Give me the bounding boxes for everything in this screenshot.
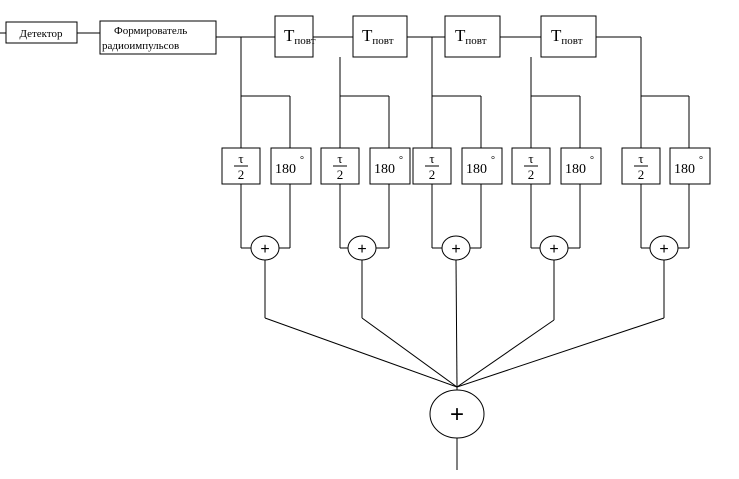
branch-adder: +: [347, 235, 377, 261]
branch-4: τ 2 180 ° +: [456, 95, 602, 388]
pulse-former-block: Формирователь радиоимпульсов: [99, 20, 217, 55]
branch-adder: +: [441, 235, 471, 261]
pulse-former-label-line1: Формирователь: [114, 25, 187, 37]
delay-block-1: Tповт: [274, 15, 316, 58]
svg-text:2: 2: [337, 167, 344, 182]
svg-text:+: +: [357, 241, 366, 258]
svg-text:180: 180: [674, 162, 695, 177]
svg-text:°: °: [399, 155, 403, 166]
half-delay-block: τ 2: [320, 147, 360, 185]
svg-text:2: 2: [638, 167, 645, 182]
svg-text:τ: τ: [528, 151, 533, 166]
svg-text:Tповт: Tповт: [362, 26, 394, 47]
svg-text:+: +: [450, 401, 464, 428]
svg-text:°: °: [300, 155, 304, 166]
phase-shift-block: 180 °: [461, 147, 503, 185]
svg-text:2: 2: [528, 167, 535, 182]
svg-text:Tповт: Tповт: [284, 26, 316, 47]
branch-2: τ 2 180 ° +: [320, 95, 458, 388]
svg-text:+: +: [549, 241, 558, 258]
svg-text:180: 180: [565, 162, 586, 177]
branch-adder: +: [539, 235, 569, 261]
svg-text:180: 180: [466, 162, 487, 177]
branch-adder: +: [250, 235, 280, 261]
branch-5: τ 2 180 ° +: [456, 95, 711, 388]
svg-text:+: +: [260, 241, 269, 258]
svg-text:°: °: [590, 155, 594, 166]
half-delay-block: τ 2: [511, 147, 551, 185]
phase-shift-block: 180 °: [560, 147, 602, 185]
svg-text:2: 2: [238, 167, 245, 182]
pulse-former-label-line2: радиоимпульсов: [102, 40, 179, 52]
svg-text:2: 2: [429, 167, 436, 182]
branch-1: τ 2 180 ° +: [221, 95, 458, 388]
svg-text:180: 180: [275, 162, 296, 177]
branch-3: τ 2 180 ° +: [412, 95, 503, 388]
delay-block-3: Tповт: [444, 15, 501, 58]
svg-text:τ: τ: [337, 151, 342, 166]
half-delay-block: τ 2: [412, 147, 452, 185]
detector-label: Детектор: [19, 28, 63, 40]
svg-text:+: +: [451, 241, 460, 258]
output-adder: +: [429, 389, 485, 439]
svg-text:180: 180: [374, 162, 395, 177]
branch-adder: +: [649, 235, 679, 261]
phase-shift-block: 180 °: [669, 147, 711, 185]
delay-block-2: Tповт: [352, 15, 408, 58]
delay-block-4: Tповт: [540, 15, 597, 58]
half-delay-block: τ 2: [621, 147, 661, 185]
svg-text:Tповт: Tповт: [551, 26, 583, 47]
phase-shift-block: 180 °: [270, 147, 312, 185]
svg-text:τ: τ: [429, 151, 434, 166]
svg-text:Tповт: Tповт: [455, 26, 487, 47]
svg-text:+: +: [659, 241, 668, 258]
svg-text:τ: τ: [638, 151, 643, 166]
svg-text:°: °: [699, 155, 703, 166]
detector-block: Детектор: [5, 21, 78, 44]
half-delay-block: τ 2: [221, 147, 261, 185]
phase-shift-block: 180 °: [369, 147, 411, 185]
svg-text:°: °: [491, 155, 495, 166]
svg-text:τ: τ: [238, 151, 243, 166]
